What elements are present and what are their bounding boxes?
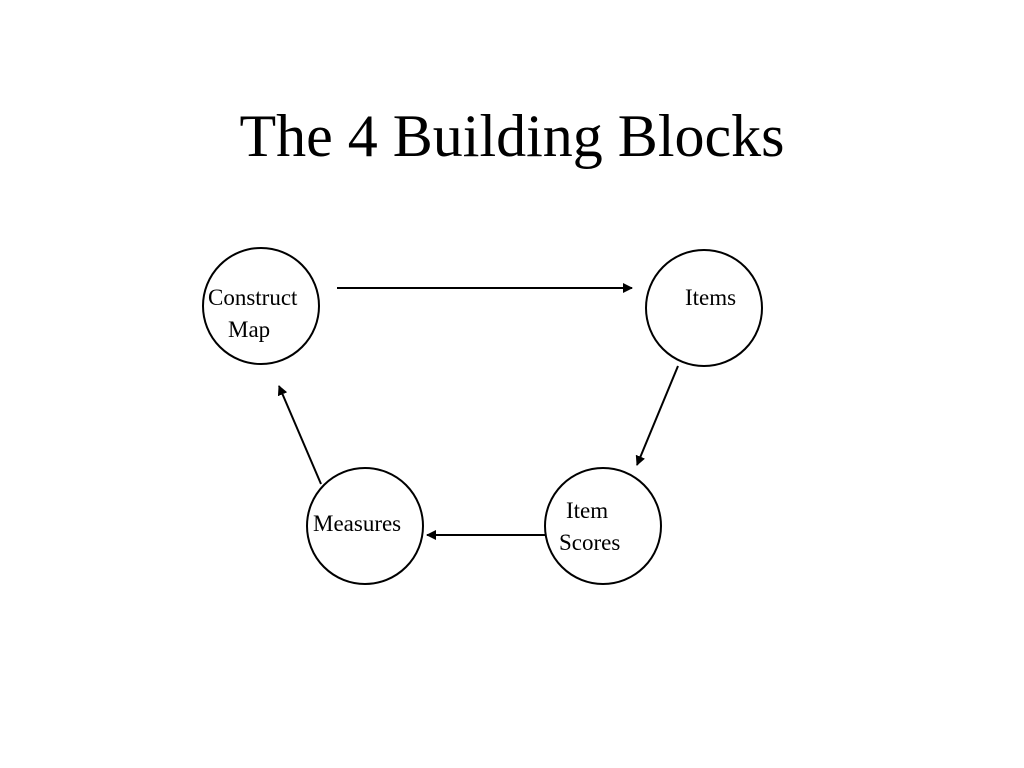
node-item-scores: Item Scores <box>544 467 662 585</box>
node-items-line1: Items <box>685 285 736 310</box>
arrow-items-to-item-scores <box>635 365 679 466</box>
node-construct-map: Construct Map <box>202 247 320 365</box>
slide-title: The 4 Building Blocks <box>239 103 785 169</box>
arrow-measures-to-construct-map <box>277 385 322 485</box>
node-construct-map-line2: Map <box>228 317 270 342</box>
node-measures-line1: Measures <box>313 511 401 536</box>
node-items: Items <box>645 249 763 367</box>
node-measures: Measures <box>306 467 424 585</box>
node-construct-map-line1: Construct <box>208 285 298 310</box>
node-item-scores-line1: Item <box>566 498 608 523</box>
node-item-scores-line2: Scores <box>559 530 620 555</box>
